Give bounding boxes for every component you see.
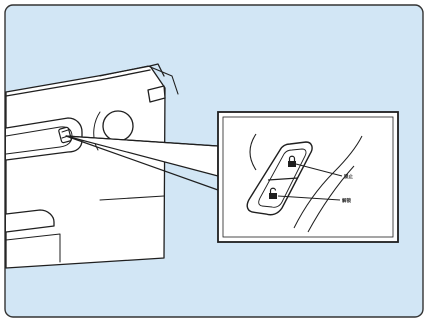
door-speaker	[103, 111, 133, 141]
lower-switch-label: 解锁	[342, 197, 351, 204]
detail-inset: 锁止 解锁	[218, 112, 398, 242]
upper-switch-label: 锁止	[344, 173, 353, 180]
